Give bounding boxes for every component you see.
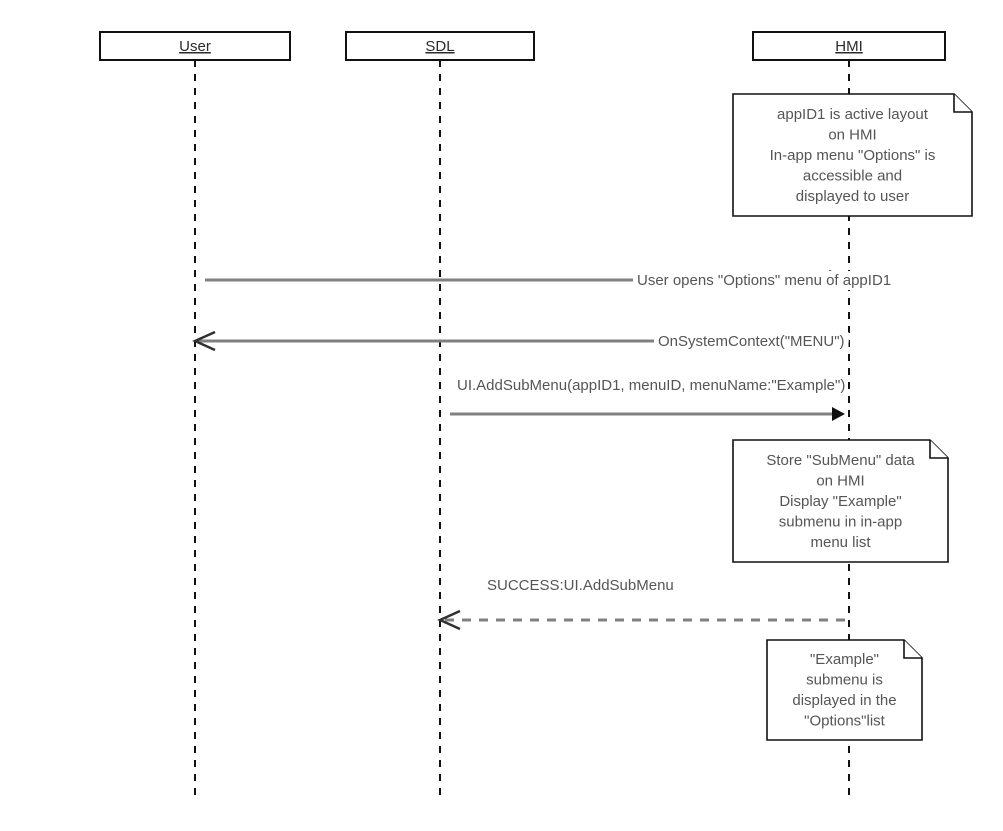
message-msg-ui-addsubmenu[interactable]: UI.AddSubMenu(appID1, menuID, menuName:"… <box>450 377 845 421</box>
lifeline-head-label-user: User <box>179 38 211 55</box>
note-fold-corner <box>953 94 972 113</box>
note-note-appid1-active: appID1 is active layout on HMI In-app menu… <box>732 93 973 217</box>
messages-layer: User opens "Options" menu of appID1OnSys… <box>192 269 896 631</box>
note-line: "Example" <box>810 651 879 668</box>
note-note-store-submenu: Store "SubMenu" data on HMI Display "Examp… <box>732 439 949 563</box>
message-label-backdrop <box>654 332 849 351</box>
lifeline-head-hmi[interactable]: HMI <box>752 31 946 61</box>
note-fold-corner <box>903 640 922 659</box>
note-line: Store "SubMenu" data <box>766 452 915 469</box>
lifeline-head-label-hmi: HMI <box>835 38 863 55</box>
message-label: UI.AddSubMenu(appID1, menuID, menuName:"… <box>457 377 845 394</box>
note-line: submenu in in-app <box>779 513 902 530</box>
note-fold-corner <box>929 440 948 459</box>
arrowhead-filled-icon <box>832 407 845 421</box>
note-line: appID1 is active layout <box>777 106 929 123</box>
lifeline-heads-layer: User SDL HMI <box>99 31 946 61</box>
note-line: "Options"list <box>804 713 886 730</box>
message-msg-success-ui-addsubmenu[interactable]: SUCCESS:UI.AddSubMenu <box>437 577 845 631</box>
note-body <box>766 639 923 741</box>
lifeline-head-box-hmi <box>752 31 946 61</box>
lifeline-head-sdl[interactable]: SDL <box>345 31 535 61</box>
note-line: displayed to user <box>796 188 909 205</box>
note-body <box>732 93 973 217</box>
lifeline-head-box-sdl <box>345 31 535 61</box>
arrowhead-open-icon <box>192 330 216 352</box>
note-note-example-displayed: "Example" submenu is displayed in the "Opti… <box>766 639 923 741</box>
message-label: SUCCESS:UI.AddSubMenu <box>487 577 674 594</box>
message-label: User opens "Options" menu of appID1 <box>637 272 891 289</box>
note-line: displayed in the <box>792 692 896 709</box>
message-msg-onsystemcontext-menu[interactable]: OnSystemContext("MENU") <box>192 330 849 352</box>
note-line: Display "Example" <box>779 493 901 510</box>
note-line: In-app menu "Options" is <box>770 147 936 164</box>
lifeline-head-label-sdl: SDL <box>425 38 454 55</box>
note-line: accessible and <box>803 167 902 184</box>
note-line: on HMI <box>816 472 864 489</box>
lifeline-head-box-user <box>99 31 291 61</box>
note-line: on HMI <box>828 126 876 143</box>
message-label: OnSystemContext("MENU") <box>658 333 845 350</box>
note-line: submenu is <box>806 672 883 689</box>
arrowhead-open-icon <box>437 609 461 631</box>
note-line: menu list <box>810 534 871 551</box>
lifeline-head-user[interactable]: User <box>99 31 291 61</box>
message-label-backdrop <box>633 271 896 290</box>
note-body <box>732 439 949 563</box>
message-msg-user-opens-options[interactable]: User opens "Options" menu of appID1 <box>205 269 896 291</box>
notes-layer: appID1 is active layout on HMI In-app menu… <box>732 93 973 741</box>
